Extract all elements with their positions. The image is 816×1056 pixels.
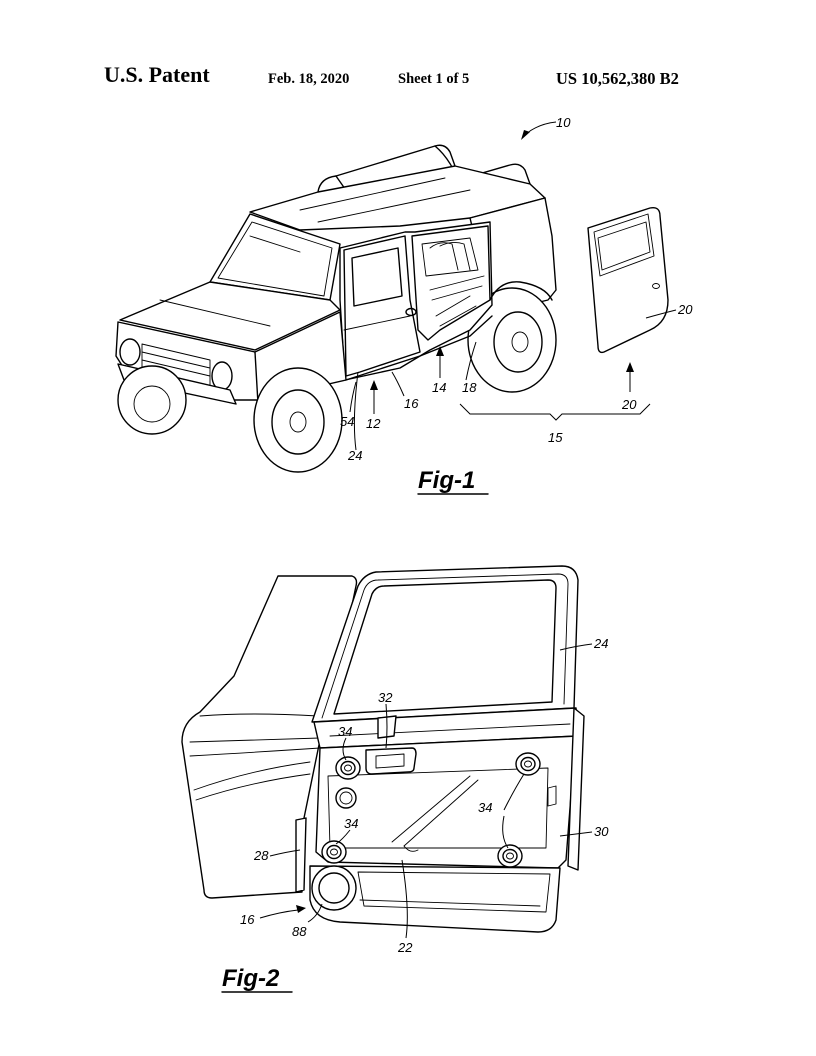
fig1-ref-14: 14 bbox=[432, 380, 446, 395]
fig2-ref-28: 28 bbox=[253, 848, 269, 863]
fig2-ref-34-upper-left: 34 bbox=[338, 724, 352, 739]
fig2-mount-lower-right bbox=[497, 844, 523, 868]
fig1-ref-10: 10 bbox=[556, 115, 571, 130]
fig2-ref-88: 88 bbox=[292, 924, 307, 939]
fig2-ref-24: 24 bbox=[593, 636, 608, 651]
fig1-ref-18: 18 bbox=[462, 380, 477, 395]
fig1-leaders bbox=[349, 121, 677, 451]
fig1-ref-20: 20 bbox=[621, 397, 637, 412]
fig2-ref-34-right: 34 bbox=[478, 800, 492, 815]
fig1-ref-12: 12 bbox=[366, 416, 381, 431]
patent-date: Feb. 18, 2020 bbox=[268, 71, 350, 87]
fig2-caption: Fig-2 bbox=[222, 965, 280, 992]
sheet-number: Sheet 1 of 5 bbox=[398, 71, 470, 87]
fig2-leaders bbox=[259, 643, 593, 939]
fig1-ref-54: 54 bbox=[340, 414, 354, 429]
fig1-vehicle-drawing bbox=[115, 144, 557, 473]
fig2-ref-34-lower-left: 34 bbox=[344, 816, 358, 831]
fig2-mount-upper-left bbox=[335, 756, 361, 780]
fig2-ref-32: 32 bbox=[378, 690, 393, 705]
fig1-ref-20-door: 20 bbox=[677, 302, 693, 317]
fig2-ref-30: 30 bbox=[594, 824, 609, 839]
patent-number: US 10,562,380 B2 bbox=[556, 69, 679, 88]
patent-label: U.S. Patent bbox=[104, 62, 210, 87]
fig2-mount-upper-right bbox=[515, 752, 541, 776]
fig2-door-drawing bbox=[181, 565, 585, 933]
fig2-mount-lower-left bbox=[321, 840, 347, 864]
fig1-caption: Fig-1 bbox=[418, 467, 475, 494]
fig1-ref-15: 15 bbox=[548, 430, 563, 445]
fig2-ref-16: 16 bbox=[240, 912, 255, 927]
fig2-ref-22: 22 bbox=[397, 940, 413, 955]
fig1-ref-16: 16 bbox=[404, 396, 419, 411]
fig1-ref-24: 24 bbox=[347, 448, 362, 463]
fig1-removed-door bbox=[587, 206, 669, 354]
